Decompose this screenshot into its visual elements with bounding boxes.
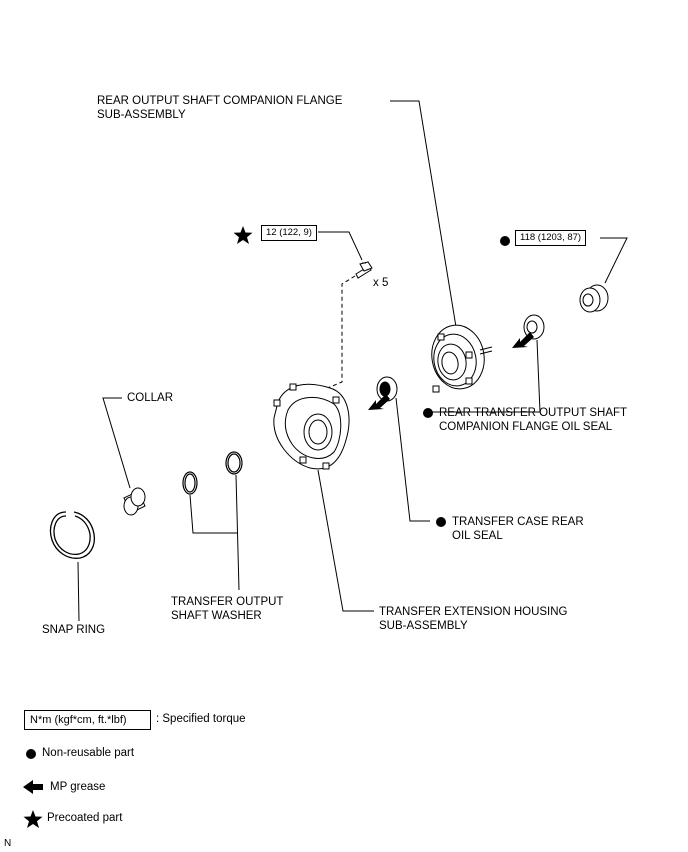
leader-nut-torque <box>600 237 628 284</box>
label-flange-assy-line1: REAR OUTPUT SHAFT COMPANION FLANGE <box>97 95 343 107</box>
leader-snap-ring <box>77 561 80 622</box>
leader-bolt-torque <box>318 231 363 261</box>
nonreusable-dot-flange-seal <box>423 408 433 418</box>
leader-washer-a <box>189 494 238 534</box>
label-snap-ring: SNAP RING <box>42 624 106 636</box>
label-washer-line1: TRANSFER OUTPUT <box>171 596 284 608</box>
label-flange-assy-line2: SUB-ASSEMBLY <box>97 109 186 121</box>
collar-drawing <box>123 487 146 516</box>
bolt-path-dashed <box>317 275 356 393</box>
corner-mark: N <box>4 838 12 849</box>
label-flange-seal-line1: REAR TRANSFER OUTPUT SHAFT <box>439 407 628 419</box>
nonreusable-dot-nut <box>500 236 510 246</box>
leader-washer-b <box>235 474 240 591</box>
label-case-seal-line2: OIL SEAL <box>452 530 503 542</box>
legend-nonreusable-text: Non-reusable part <box>42 747 135 759</box>
legend-grease-arrow-icon <box>23 780 43 794</box>
label-flange-assy: REAR OUTPUT SHAFT COMPANION FLANGE SUB-A… <box>97 94 342 122</box>
leader-case-seal <box>395 397 430 522</box>
extension-housing-drawing <box>273 383 350 470</box>
bolt-drawing <box>355 261 373 279</box>
legend-grease-text: MP grease <box>50 781 106 793</box>
label-collar: COLLAR <box>127 392 174 404</box>
label-housing-line2: SUB-ASSEMBLY <box>379 620 468 632</box>
torque-nut: 118 (1203, 87) <box>515 230 587 246</box>
label-case-seal-line1: TRANSFER CASE REAR <box>452 516 584 528</box>
label-case-seal: TRANSFER CASE REAR OIL SEAL <box>452 515 584 543</box>
nut-drawing <box>579 284 609 313</box>
label-washer-line2: SHAFT WASHER <box>171 610 262 622</box>
label-flange-seal: REAR TRANSFER OUTPUT SHAFT COMPANION FLA… <box>439 406 627 434</box>
precoated-star-icon <box>233 226 253 244</box>
washer-drawing <box>182 451 243 495</box>
label-housing: TRANSFER EXTENSION HOUSING SUB-ASSEMBLY <box>379 605 568 633</box>
case-oil-seal-drawing <box>376 376 398 402</box>
bolt-quantity: x 5 <box>373 277 389 289</box>
leader-collar <box>102 397 131 489</box>
label-flange-seal-line2: COMPANION FLANGE OIL SEAL <box>439 421 613 433</box>
legend-torque-desc: : Specified torque <box>156 713 246 725</box>
legend-torque-box: N*m (kgf*cm, ft.*lbf) <box>24 710 151 730</box>
leader-housing <box>317 469 374 612</box>
leader-flange-seal <box>430 339 541 413</box>
label-housing-line1: TRANSFER EXTENSION HOUSING <box>379 606 568 618</box>
legend-precoated-star-icon <box>23 810 43 828</box>
legend-nonreusable-icon <box>26 749 36 759</box>
snap-ring-drawing <box>49 511 96 559</box>
leader-flange-assy <box>390 100 458 334</box>
grease-arrow-case-seal <box>368 394 390 410</box>
grease-arrow-flange-seal <box>512 332 534 348</box>
nonreusable-dot-case-seal <box>436 517 446 527</box>
companion-flange-drawing <box>431 324 493 393</box>
torque-bolt: 12 (122, 9) <box>261 225 317 241</box>
legend-precoated-text: Precoated part <box>47 812 123 824</box>
label-washer: TRANSFER OUTPUT SHAFT WASHER <box>171 595 283 623</box>
